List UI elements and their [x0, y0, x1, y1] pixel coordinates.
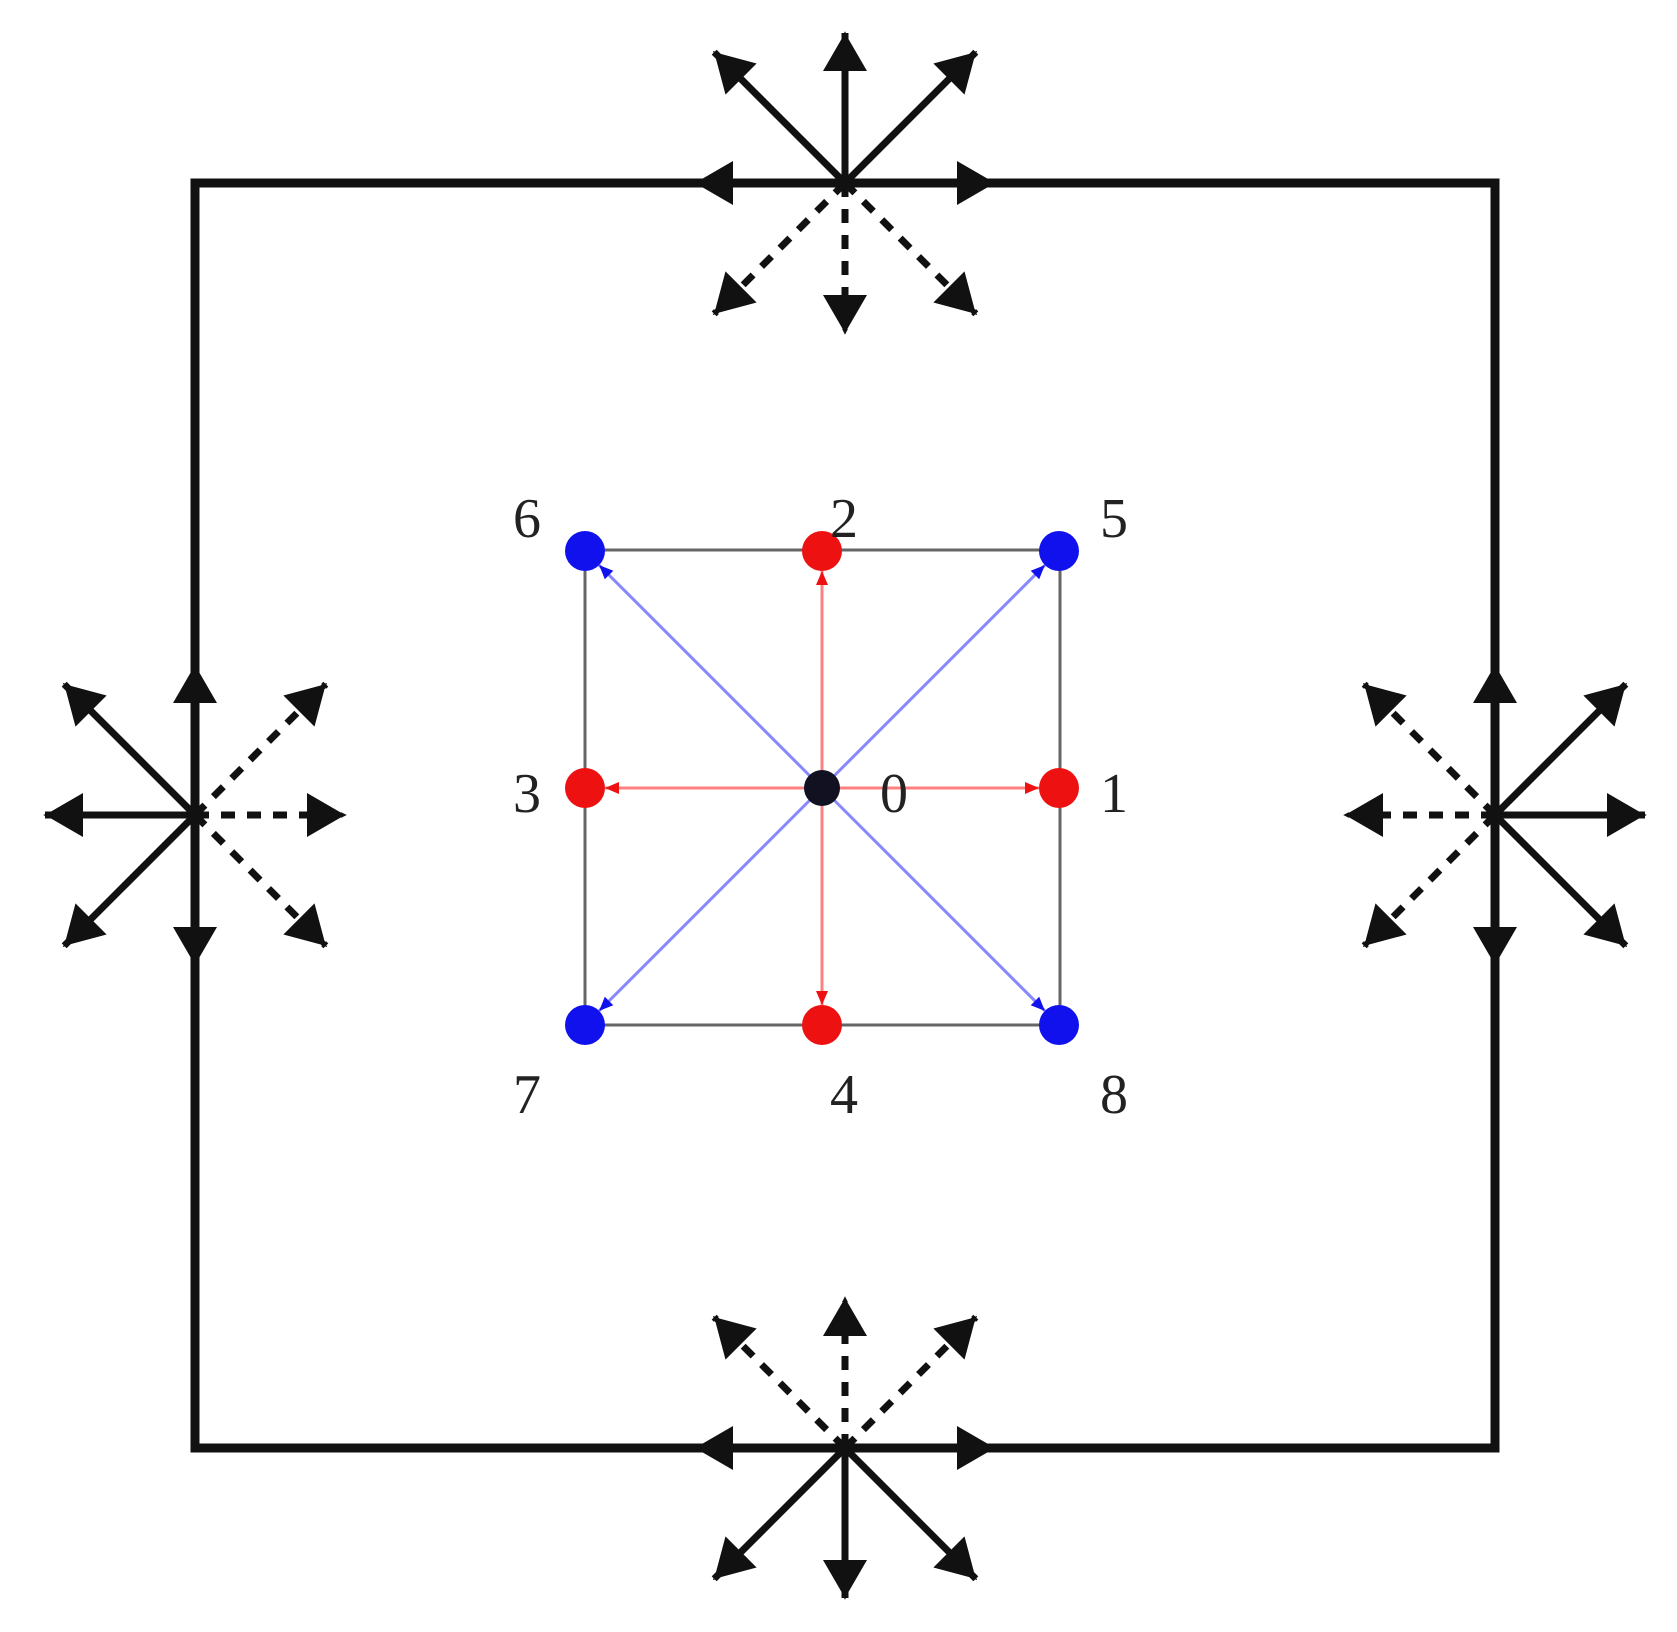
top-boundary-arrow-cluster [693, 31, 997, 335]
left-boundary-arrowhead-6 [64, 684, 107, 727]
bottom-boundary-arrowhead-6 [714, 1317, 757, 1360]
left-boundary-arrow-8-dashed [192, 812, 329, 949]
bottom-boundary-arrow-cluster [693, 1296, 997, 1600]
bottom-boundary-arrow-6-dashed [711, 1314, 848, 1451]
top-boundary-arrowhead-1 [957, 161, 995, 205]
lattice-vector-head-2 [816, 571, 828, 585]
left-boundary-arrowhead-2 [173, 665, 217, 703]
left-boundary-arrow-cluster [43, 663, 347, 967]
lattice-vector-head-3 [605, 782, 619, 794]
right-boundary-arrow-cluster [1343, 663, 1647, 967]
node-label-1: 1 [1100, 763, 1128, 825]
bottom-boundary-arrowhead-2 [823, 1298, 867, 1336]
lattice-node-6 [565, 531, 605, 571]
top-boundary-arrowhead-2 [823, 33, 867, 71]
bottom-boundary-arrowhead-7 [714, 1536, 757, 1579]
node-label-7: 7 [513, 1064, 541, 1126]
node-label-2: 2 [830, 488, 858, 550]
node-label-5: 5 [1100, 488, 1128, 550]
left-boundary-arrowhead-3 [45, 793, 83, 837]
lattice-vector-head-4 [816, 991, 828, 1005]
lattice-vector-head-7 [599, 996, 614, 1011]
left-boundary-arrowhead-8 [283, 903, 326, 946]
lattice-node-0 [804, 770, 840, 806]
top-boundary-arrowhead-5 [933, 52, 976, 95]
lattice-node-3 [565, 768, 605, 808]
node-label-6: 6 [513, 488, 541, 550]
left-boundary-arrow-5-dashed [192, 681, 329, 818]
lattice-vector-head-6 [599, 565, 614, 580]
left-boundary-arrowhead-4 [173, 927, 217, 965]
lattice-node-1 [1039, 768, 1079, 808]
lattice-vector-7 [598, 786, 824, 1012]
bottom-boundary-arrow-5-dashed [842, 1314, 979, 1451]
top-boundary-arrowhead-6 [714, 52, 757, 95]
right-boundary-arrowhead-4 [1473, 927, 1517, 965]
lattice-node-7 [565, 1005, 605, 1045]
top-boundary-arrow-7-dashed [711, 180, 848, 317]
bottom-boundary-arrowhead-1 [957, 1426, 995, 1470]
left-boundary-arrowhead-1 [307, 793, 345, 837]
lattice-nodes [565, 531, 1079, 1045]
top-boundary-arrowhead-4 [823, 295, 867, 333]
left-boundary-arrowhead-7 [64, 903, 107, 946]
node-label-0: 0 [880, 763, 908, 825]
left-boundary-arrowhead-5 [283, 684, 326, 727]
bottom-boundary-arrowhead-5 [933, 1317, 976, 1360]
right-boundary-arrow-7-dashed [1361, 812, 1498, 949]
lattice-vector-head-5 [1030, 565, 1045, 580]
bottom-boundary-arrowhead-8 [933, 1536, 976, 1579]
lattice-node-4 [802, 1005, 842, 1045]
right-boundary-arrowhead-5 [1583, 684, 1626, 727]
top-boundary-arrowhead-8 [933, 271, 976, 314]
right-boundary-arrowhead-2 [1473, 665, 1517, 703]
lattice-velocity-vectors [598, 564, 1046, 1012]
node-label-3: 3 [513, 763, 541, 825]
domain-boundary [190, 178, 1500, 1453]
lattice-vector-5 [820, 564, 1046, 790]
top-boundary-arrow-8-dashed [842, 180, 979, 317]
bottom-boundary-arrowhead-4 [823, 1560, 867, 1598]
node-label-8: 8 [1100, 1064, 1128, 1126]
top-boundary-arrowhead-3 [695, 161, 733, 205]
lattice-vector-6 [598, 564, 824, 790]
right-boundary-arrowhead-1 [1607, 793, 1645, 837]
top-boundary-arrowhead-7 [714, 271, 757, 314]
lattice-vector-head-8 [1030, 996, 1045, 1011]
bottom-boundary-arrowhead-3 [695, 1426, 733, 1470]
right-boundary-arrowhead-7 [1364, 903, 1407, 946]
lattice-node-2 [802, 531, 842, 571]
right-boundary-arrow-6-dashed [1361, 681, 1498, 818]
right-boundary-arrowhead-6 [1364, 684, 1407, 727]
lattice-vector-8 [820, 786, 1046, 1012]
lattice-node-5 [1039, 531, 1079, 571]
right-boundary-arrowhead-8 [1583, 903, 1626, 946]
right-boundary-arrowhead-3 [1345, 793, 1383, 837]
lattice-vector-head-1 [1025, 782, 1039, 794]
node-label-4: 4 [830, 1064, 858, 1126]
lattice-node-8 [1039, 1005, 1079, 1045]
